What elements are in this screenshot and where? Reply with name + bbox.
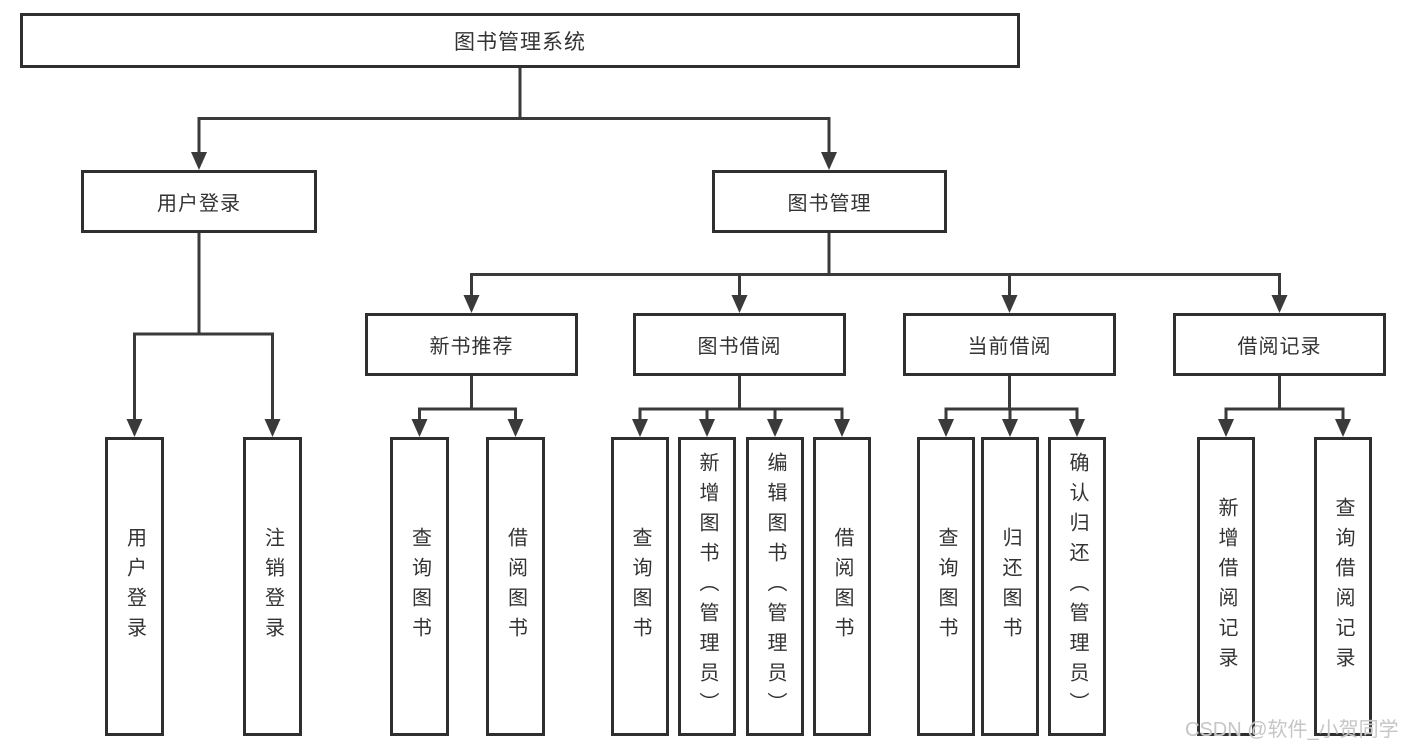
connector-root xyxy=(197,68,831,156)
leaf-label: 查询图书 xyxy=(408,526,431,647)
leaf-label: 编辑图书（管理员） xyxy=(764,451,786,722)
arrowhead xyxy=(1335,419,1351,437)
leaf-borrow-borrow-book: 借阅图书 xyxy=(813,437,871,736)
leaf-label: 注销登录 xyxy=(261,526,284,647)
arrowhead xyxy=(632,419,648,437)
arrowhead xyxy=(767,419,783,437)
node-book-management: 图书管理 xyxy=(712,170,947,233)
arrowhead xyxy=(191,152,207,170)
leaf-user-login: 用户登录 xyxy=(105,437,164,736)
leaf-label: 归还图书 xyxy=(999,526,1021,647)
node-book-borrow: 图书借阅 xyxy=(633,313,846,376)
connector-current-borrow xyxy=(944,376,1079,423)
arrowhead xyxy=(834,419,850,437)
leaf-recommend-query-book: 查询图书 xyxy=(390,437,449,736)
arrowhead xyxy=(463,295,480,313)
node-root-library-system: 图书管理系统 xyxy=(20,13,1020,68)
arrowhead xyxy=(1001,295,1018,313)
leaf-label: 查询图书 xyxy=(629,526,651,647)
leaf-label: 查询借阅记录 xyxy=(1332,496,1354,677)
leaf-borrow-add-book-admin: 新增图书（管理员） xyxy=(678,437,736,736)
arrowhead xyxy=(1069,419,1085,437)
leaf-label: 借阅图书 xyxy=(504,526,527,647)
leaf-label: 确认归还（管理员） xyxy=(1066,451,1088,722)
leaf-current-confirm-return-admin: 确认归还（管理员） xyxy=(1048,437,1106,736)
leaf-logout: 注销登录 xyxy=(243,437,302,736)
node-user-login: 用户登录 xyxy=(81,170,317,233)
arrowhead xyxy=(507,419,524,437)
leaf-label: 查询图书 xyxy=(935,526,957,647)
leaf-borrow-edit-book-admin: 编辑图书（管理员） xyxy=(746,437,804,736)
node-borrow-record: 借阅记录 xyxy=(1173,313,1386,376)
leaf-label: 用户登录 xyxy=(123,526,146,647)
leaf-recommend-borrow-book: 借阅图书 xyxy=(486,437,545,736)
leaf-record-query-borrow-record: 查询借阅记录 xyxy=(1314,437,1372,736)
leaf-label: 新增借阅记录 xyxy=(1215,496,1237,677)
arrowhead xyxy=(1271,295,1288,313)
arrowhead xyxy=(699,419,715,437)
connector-user-login xyxy=(133,233,274,423)
leaf-label: 借阅图书 xyxy=(831,526,853,647)
arrowhead xyxy=(731,295,748,313)
connector-book-borrow xyxy=(638,376,844,423)
connector-new-book xyxy=(418,376,517,423)
arrowhead xyxy=(1002,419,1018,437)
leaf-borrow-query-book: 查询图书 xyxy=(611,437,669,736)
arrowhead xyxy=(938,419,954,437)
leaf-current-query-book: 查询图书 xyxy=(917,437,975,736)
connector-book-mgmt xyxy=(470,233,1281,299)
leaf-record-add-borrow-record: 新增借阅记录 xyxy=(1197,437,1255,736)
arrowhead xyxy=(264,419,281,437)
arrowhead xyxy=(821,152,837,170)
leaf-current-return-book: 归还图书 xyxy=(981,437,1039,736)
connector-borrow-record xyxy=(1224,376,1345,423)
arrowhead xyxy=(126,419,143,437)
leaf-label: 新增图书（管理员） xyxy=(696,451,718,722)
csdn-watermark: CSDN @软件_小贺同学 xyxy=(1185,719,1399,741)
node-new-book-recommend: 新书推荐 xyxy=(365,313,578,376)
arrowhead xyxy=(411,419,428,437)
arrowhead xyxy=(1218,419,1234,437)
node-current-borrow: 当前借阅 xyxy=(903,313,1116,376)
arrowheads xyxy=(126,152,1351,437)
